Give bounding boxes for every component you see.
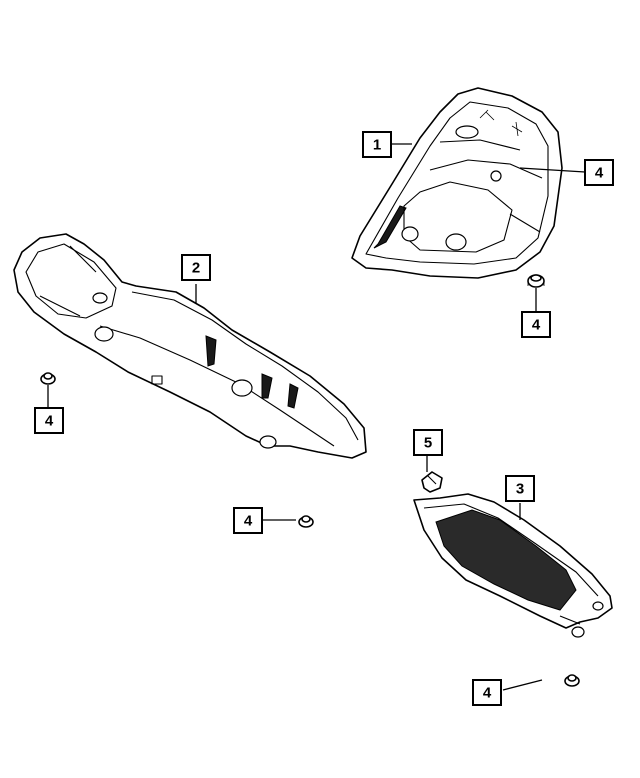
callout-label-4-bottom: 4 [483, 685, 492, 702]
callout-5: 5 [413, 429, 443, 456]
heat-shield-2 [13, 233, 367, 459]
callout-label-4-upper-right-nut: 4 [532, 317, 541, 334]
callout-label-3: 3 [516, 481, 524, 498]
callout-label-5: 5 [424, 435, 432, 452]
callout-label-4-center: 4 [244, 513, 253, 530]
callout-4-bottom: 4 [472, 679, 502, 706]
callout-4-center: 4 [233, 507, 263, 534]
callout-label-2: 2 [192, 260, 200, 277]
nut-icon-center [298, 515, 314, 528]
clip-5 [421, 471, 443, 493]
leader-line-4-bottom [502, 679, 543, 691]
callout-4-upper-right-nut: 4 [521, 311, 551, 338]
callout-label-4-upper-right: 4 [595, 165, 604, 182]
nut-icon-bottom [564, 674, 580, 687]
nut-icon-upper-right [527, 274, 545, 288]
callout-3: 3 [505, 475, 535, 502]
callout-2: 2 [181, 254, 211, 281]
heat-shield-1 [351, 87, 563, 279]
callout-label-4-left: 4 [45, 413, 54, 430]
leader-line-4-upper-right [519, 167, 586, 173]
nut-icon-left [40, 372, 56, 385]
callout-label-1: 1 [373, 137, 381, 154]
callout-4-left: 4 [34, 407, 64, 434]
callout-4-upper-right: 4 [584, 159, 614, 186]
callout-1: 1 [362, 131, 392, 158]
heat-shield-3 [413, 493, 613, 638]
